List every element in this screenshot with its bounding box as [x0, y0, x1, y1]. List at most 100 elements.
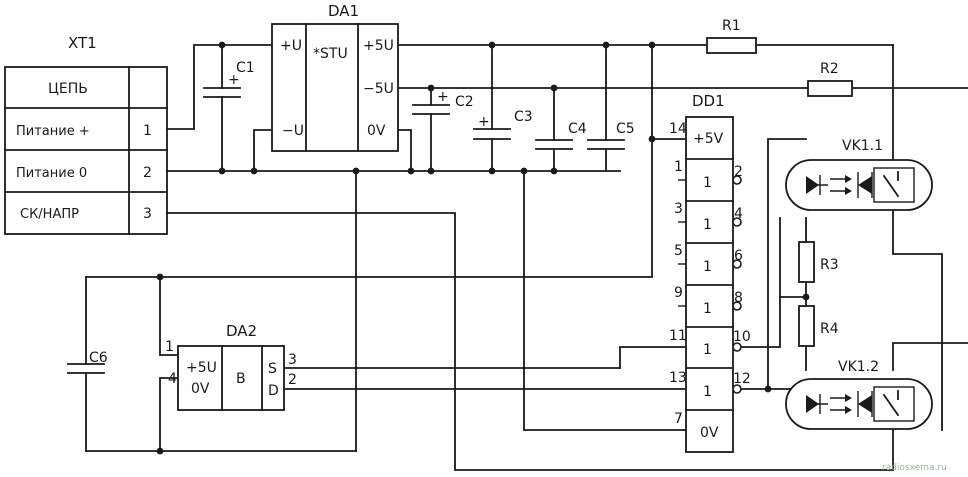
dd1-pin-number: 6	[734, 248, 743, 264]
dd1-pin-number: 9	[674, 285, 683, 301]
dd1-gate: 9 1 8	[674, 285, 743, 317]
capacitor-c4: C4	[535, 121, 587, 150]
connector-header: ЦЕПЬ	[48, 81, 88, 97]
da2-ref: DA2	[226, 322, 257, 340]
dd1-pin-number: 10	[733, 329, 751, 345]
dd1-gate: 3 1 4	[674, 201, 743, 233]
xt1-ref: XT1	[68, 34, 97, 52]
inverter-bubble-icon	[732, 175, 742, 185]
dd1-pin-number: 8	[734, 290, 743, 306]
optocoupler-vk1-1: VK1.1	[785, 138, 933, 211]
r2-label: R2	[820, 61, 839, 77]
connector-row-name: СК/НАПР	[20, 207, 79, 222]
da2-body	[177, 345, 285, 411]
dd1-gate-label: 1	[703, 301, 712, 317]
dd1-power-label: +5V	[693, 131, 724, 147]
connector-row-name: Питание 0	[16, 166, 87, 181]
c2-label: C2	[455, 94, 474, 110]
c1-label: C1	[236, 60, 255, 76]
da1-regulator: DA1 +U −U *STU +5U −5U 0V	[271, 2, 399, 152]
optocoupler-vk1-2: VK1.2	[785, 359, 933, 430]
dd1-pin-number: 4	[734, 206, 743, 222]
dd1-ref: DD1	[692, 92, 725, 110]
inverter-bubble-icon	[732, 259, 742, 269]
dd1-gate: 1 1 2	[674, 159, 743, 191]
junctions	[156, 41, 810, 455]
dd1-pin-number: 14	[669, 121, 687, 137]
dd1-gate-label: 1	[703, 259, 712, 275]
connector-row-name: Питание +	[16, 124, 90, 139]
relay-switch-icon	[873, 386, 915, 422]
light-arrows-icon	[830, 394, 852, 414]
dd1-gate-label: 1	[703, 342, 712, 358]
r4-label: R4	[820, 321, 839, 337]
da1-pin-label: +U	[280, 38, 302, 54]
watermark: radiosxema.ru	[882, 463, 947, 473]
da2-pin-label: +5U	[186, 360, 217, 376]
resistor-r1: R1	[706, 18, 757, 54]
capacitor-c2: + C2	[412, 89, 474, 115]
inverter-bubble-icon	[732, 217, 742, 227]
da2-pin-number: 1	[165, 339, 174, 355]
da2-pin-number: 3	[288, 352, 297, 368]
da2-pin-number: 4	[168, 371, 177, 387]
capacitor-c3: + C3	[473, 109, 533, 140]
dd1-gate: 11 1 10	[669, 328, 751, 358]
vk1-2-label: VK1.2	[838, 359, 879, 375]
connector-row-pin: 1	[143, 123, 152, 139]
c4-label: C4	[568, 121, 587, 137]
dd1-gnd-label: 0V	[700, 425, 719, 441]
dd1-gate: 13 1 12	[669, 370, 751, 400]
polarity-plus-icon: +	[228, 72, 240, 88]
da2-type-label: B	[236, 371, 246, 387]
dd1-pin-number: 3	[674, 201, 683, 217]
dd1-gate-label: 1	[703, 217, 712, 233]
photo-triac-icon	[857, 391, 873, 417]
r3-label: R3	[820, 257, 839, 273]
dd1-pin-number: 2	[734, 164, 743, 180]
c6-label: C6	[89, 350, 108, 366]
resistor-r4: R4	[798, 305, 839, 347]
capacitor-c5: C5	[587, 121, 635, 150]
da2-pin-label: 0V	[191, 381, 210, 397]
dd1-gate-label: 1	[703, 384, 712, 400]
da2-module: DA2 +5U 0V B S D 1 4 3 2	[165, 322, 297, 411]
r1-label: R1	[722, 18, 741, 34]
da2-pin-number: 2	[288, 372, 297, 388]
polarity-plus-icon: +	[437, 89, 449, 105]
led-icon	[806, 394, 828, 414]
c3-label: C3	[514, 109, 533, 125]
dd1-gate: 5 1 6	[674, 243, 743, 275]
capacitor-c6: C6	[67, 350, 108, 374]
connector-xt1: XT1 ЦЕПЬ Питание + 1 Питание 0 2 СК/НАПР…	[4, 34, 168, 235]
da1-ref: DA1	[328, 2, 359, 20]
inverter-bubble-icon	[732, 342, 742, 352]
photo-triac-icon	[857, 172, 873, 198]
resistor-r2: R2	[807, 61, 853, 97]
dd1-gate-label: 1	[703, 175, 712, 191]
led-icon	[806, 175, 828, 195]
relay-switch-icon	[873, 167, 915, 203]
capacitor-c1: + C1	[203, 60, 255, 98]
c5-label: C5	[616, 121, 635, 137]
inverter-bubble-icon	[732, 384, 742, 394]
polarity-plus-icon: +	[478, 114, 490, 130]
da2-pin-label: S	[268, 361, 277, 377]
da1-pin-label: 0V	[367, 123, 386, 139]
resistor-r3: R3	[798, 241, 839, 283]
light-arrows-icon	[830, 175, 852, 195]
dd1-pin-number: 1	[674, 159, 683, 175]
vk1-1-label: VK1.1	[842, 138, 883, 154]
da1-pin-label: −U	[282, 123, 304, 139]
connector-row-pin: 3	[143, 206, 152, 222]
dd1-pin-number: 12	[733, 371, 751, 387]
dd1-pin-number: 7	[674, 411, 683, 427]
inverter-bubble-icon	[732, 301, 742, 311]
dd1-pin-number: 11	[669, 328, 687, 344]
dd1-pin-number: 5	[674, 243, 683, 259]
da1-body	[271, 23, 399, 152]
wires	[85, 44, 968, 471]
da1-pin-label: +5U	[363, 38, 394, 54]
dd1-pin-number: 13	[669, 370, 687, 386]
